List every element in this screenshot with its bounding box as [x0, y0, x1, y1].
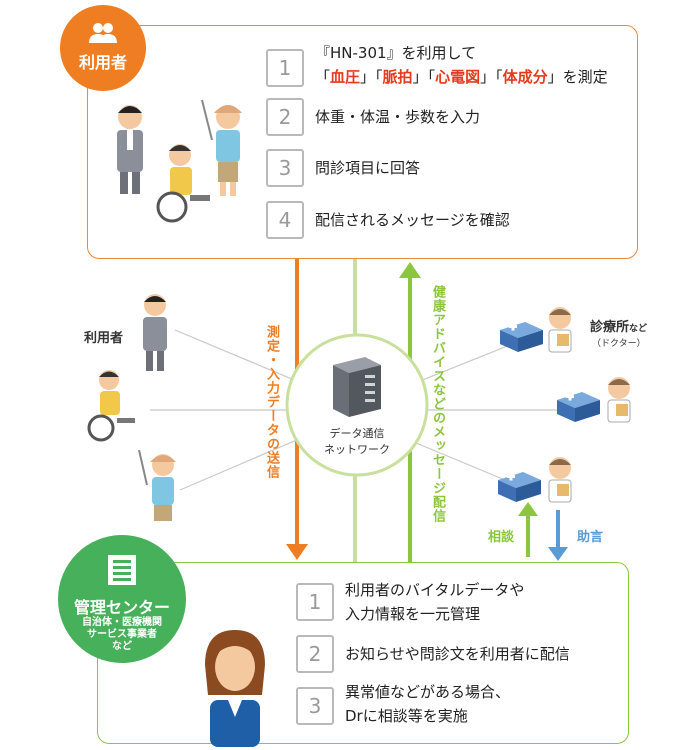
- doctor-figure-1: [548, 307, 572, 353]
- center-step-2-text: お知らせや問診文を利用者に配信: [345, 645, 570, 663]
- network-golfer-figure: [138, 449, 176, 521]
- advise-label: 助言: [577, 530, 604, 545]
- user-step-3-text: 問診項目に回答: [315, 159, 421, 177]
- building-icon: [108, 555, 136, 585]
- clinic-label-suffix: など: [629, 324, 648, 334]
- center-step-1-line2: 入力情報を一元管理: [345, 605, 481, 623]
- hospital-icon-3: [498, 472, 541, 502]
- user-step-3-number: 3: [266, 149, 304, 187]
- user-step-1-line1: 『HN-301』を利用して: [315, 44, 477, 62]
- clinic-doctor-label: （ドクター）: [592, 339, 646, 349]
- golfer-figure: [201, 99, 242, 196]
- center-step-1-line1: 利用者のバイタルデータや: [345, 581, 525, 599]
- center-step-2-number: 2: [296, 635, 334, 673]
- upload-data-label: 測定・入力データの送信: [264, 325, 279, 479]
- user-step-2-number: 2: [266, 98, 304, 136]
- hospital-icon-2: [557, 392, 600, 422]
- center-step-3-line1: 異常値などがある場合、: [345, 683, 511, 701]
- network-label-line1: データ通信: [329, 427, 385, 440]
- center-step-3-line2: Drに相談等を実施: [345, 707, 468, 725]
- user-step-4-number: 4: [266, 201, 304, 239]
- user-step-2-text: 体重・体温・歩数を入力: [315, 108, 481, 126]
- measure-blood-pressure: 血圧: [330, 68, 361, 86]
- network-users-illustration: [87, 294, 176, 521]
- doctor-figure-2: [607, 377, 631, 423]
- network-label-line2: ネットワーク: [324, 443, 390, 456]
- wheelchair-user-figure: [156, 144, 210, 223]
- network-label: データ通信 ネットワーク: [307, 426, 407, 458]
- center-badge: 管理センター 自治体・医療機関 サービス事業者 など: [58, 535, 186, 663]
- user-step-1-text: 『HN-301』を利用して 「血圧」「脈拍」「心電図」「体成分」を測定: [315, 41, 608, 89]
- network-users-label: 利用者: [84, 331, 124, 346]
- center-step-1-number: 1: [296, 583, 334, 621]
- advice-delivery-label: 健康アドバイスなどのメッセージ配信: [430, 285, 445, 523]
- operator-illustration: [205, 630, 265, 747]
- clinic-label: 診療所など: [590, 316, 647, 335]
- measure-body-composition: 体成分: [502, 68, 548, 86]
- hospital-icon-1: [500, 322, 543, 352]
- clinic-label-text: 診療所: [590, 320, 630, 335]
- center-step-1-text: 利用者のバイタルデータや 入力情報を一元管理: [345, 578, 524, 626]
- network-wheelchair-user-figure: [87, 370, 135, 442]
- center-badge-title: 管理センター: [73, 598, 170, 617]
- measure-suffix: を測定: [562, 68, 608, 86]
- center-badge-sub-1: 自治体・医療機関: [82, 617, 162, 628]
- clinic-illustration: [498, 307, 631, 503]
- man-in-suit-figure: [117, 105, 143, 194]
- users-illustration: [117, 99, 242, 223]
- center-badge-sub-3: など: [112, 641, 132, 652]
- users-icon: [89, 23, 117, 43]
- center-badge-sub-2: サービス事業者: [87, 629, 157, 640]
- server-icon: [333, 357, 381, 417]
- doctor-figure-3: [548, 457, 572, 503]
- user-step-1-line2: 「血圧」「脈拍」「心電図」「体成分」を測定: [315, 68, 608, 86]
- measure-pulse: 脈拍: [382, 68, 413, 86]
- center-step-3-number: 3: [296, 687, 334, 725]
- user-step-4-text: 配信されるメッセージを確認: [315, 211, 510, 229]
- measure-ecg: 心電図: [435, 68, 481, 86]
- consult-label: 相談: [488, 530, 515, 545]
- user-badge-title: 利用者: [78, 53, 127, 72]
- user-badge: 利用者: [60, 5, 146, 91]
- user-step-1-number: 1: [266, 49, 304, 87]
- center-step-3-text: 異常値などがある場合、 Drに相談等を実施: [345, 680, 510, 728]
- network-man-in-suit-figure: [143, 294, 167, 371]
